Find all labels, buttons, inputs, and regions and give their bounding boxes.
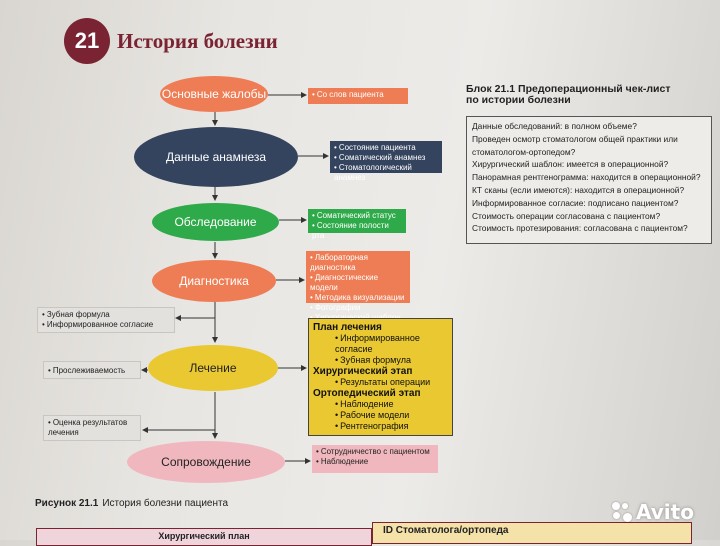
- ortho-item: Рентгенография: [313, 421, 448, 432]
- checklist-item: Информированное согласие: подписано паци…: [472, 197, 679, 208]
- plan-item: Информированное согласие: [313, 333, 448, 355]
- treatment-node: Лечение: [148, 345, 278, 391]
- left-info-box: Зубная формула Информированное согласие: [37, 307, 175, 333]
- list-item: Наблюдение: [316, 457, 434, 467]
- list-item: Информированное согласие: [42, 320, 170, 330]
- list-item: Стоматологический анамнез: [334, 163, 438, 183]
- results-box: Оценка результатов лечения: [43, 415, 141, 441]
- plan-heading: План лечения: [313, 322, 382, 333]
- followup-node: Сопровождение: [127, 441, 285, 483]
- checklist-item: Стоимость протезирования: согласована с …: [472, 223, 688, 234]
- list-item: Сотрудничество с пациентом: [316, 447, 434, 457]
- surgery-item: Результаты операции: [313, 377, 448, 388]
- exam-details: Соматический статус Состояние полости рт…: [308, 209, 406, 240]
- tracking-box: Прослеживаемость: [43, 361, 141, 379]
- anamnesis-node: Данные анамнеза: [134, 127, 298, 187]
- ortho-heading: Ортопедический этап: [313, 388, 421, 399]
- checklist-item: Данные обследований: в полном объеме?: [472, 121, 637, 131]
- watermark-text: Avito: [636, 500, 694, 524]
- checklist-item: стоматологом-ортопедом?: [472, 146, 576, 157]
- dentist-id-header: ID Стоматолога/ортопеда: [372, 522, 692, 544]
- treatment-plan-box: План лечения Информированное согласие Зу…: [308, 318, 453, 436]
- block-title: Блок 21.1 Предоперационный чек-лист по и…: [466, 83, 671, 106]
- list-item: Диагностические модели: [310, 273, 406, 293]
- avito-logo-icon: [612, 502, 632, 522]
- list-item: Со слов пациента: [312, 90, 404, 100]
- list-item: Методика визуализации: [310, 293, 406, 303]
- checklist-item: Хирургический шаблон: имеется в операцио…: [472, 159, 669, 170]
- list-item: Состояние пациента: [334, 143, 438, 153]
- checklist-item: Проведен осмотр стоматологом общей практ…: [472, 133, 678, 144]
- complaints-node: Основные жалобы: [160, 76, 268, 112]
- list-item: Зубная формула: [42, 310, 170, 320]
- chapter-title: История болезни: [117, 29, 278, 53]
- plan-item: Зубная формула: [313, 355, 448, 366]
- followup-details: Сотрудничество с пациентом Наблюдение: [312, 445, 438, 473]
- list-item: Состояние полости рта: [312, 221, 402, 241]
- figure-caption-text: История болезни пациента: [102, 498, 229, 509]
- list-item: Лабораторная диагностика: [310, 253, 406, 273]
- checklist-item: Панорамная рентгенограмма: находится в о…: [472, 172, 701, 183]
- list-item: Хирургический шаблон: [310, 313, 406, 323]
- chapter-number: 21: [64, 18, 110, 64]
- checklist-box: Данные обследований: в полном объеме? Пр…: [466, 116, 712, 244]
- list-item: Соматический статус: [312, 211, 402, 221]
- ortho-item: Рабочие модели: [313, 410, 448, 421]
- list-item: Соматический анамнез: [334, 153, 438, 163]
- surgical-plan-header: Хирургический план: [36, 528, 372, 546]
- ortho-item: Наблюдение: [313, 399, 448, 410]
- complaints-details: Со слов пациента: [308, 88, 408, 104]
- checklist-item: КТ сканы (если имеются): находится в опе…: [472, 184, 685, 195]
- figure-label: Рисунок 21.1: [35, 498, 99, 509]
- surgery-heading: Хирургический этап: [313, 366, 413, 377]
- anamnesis-details: Состояние пациента Соматический анамнез …: [330, 141, 442, 182]
- checklist-item: Стоимость операции согласована с пациент…: [472, 210, 661, 221]
- list-item: Фотографии: [310, 303, 406, 313]
- avito-watermark: Avito: [612, 500, 694, 524]
- list-item: Прослеживаемость: [48, 364, 136, 377]
- exam-node: Обследование: [152, 203, 279, 241]
- list-item: Оценка результатов лечения: [48, 418, 136, 438]
- diagnostics-details: Лабораторная диагностика Диагностические…: [306, 251, 410, 322]
- diagnostics-node: Диагностика: [152, 260, 276, 302]
